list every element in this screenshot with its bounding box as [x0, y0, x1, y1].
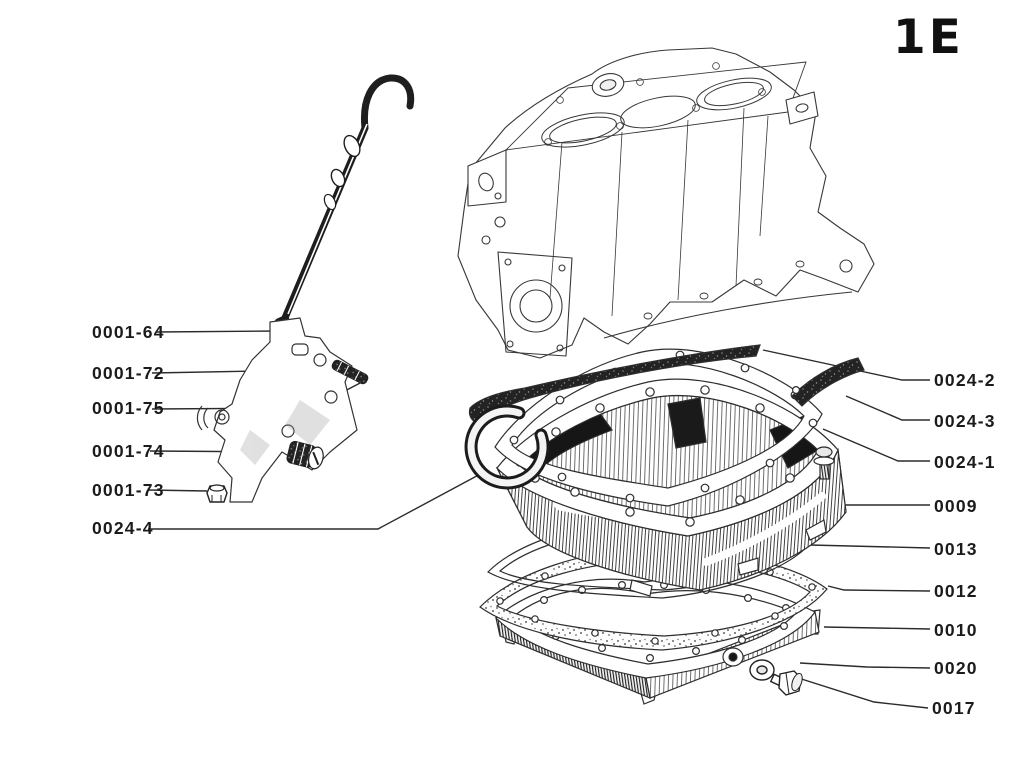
oil-pan-lower — [495, 578, 821, 705]
callout-0024-1: 0024-1 — [934, 452, 996, 472]
page-section-code: 1E — [893, 10, 964, 65]
pan-baffle — [667, 397, 707, 449]
callout-0020: 0020 — [934, 658, 978, 678]
callout-0017: 0017 — [932, 698, 976, 718]
engine-block — [457, 47, 875, 359]
leader-0024-2 — [762, 349, 930, 381]
callout-0010: 0010 — [934, 620, 978, 640]
pan-rail-holes — [643, 260, 805, 320]
gasket-set — [464, 344, 865, 507]
callout-0001-73: 0001-73 — [92, 480, 165, 500]
leader-0001-72 — [151, 370, 262, 374]
callout-0001-74: 0001-74 — [92, 441, 165, 461]
mount-bracket — [196, 317, 369, 503]
dipstick-hook — [360, 74, 415, 132]
end-seal-horseshoe — [464, 404, 550, 490]
callout-0013: 0013 — [934, 539, 978, 559]
nut — [206, 484, 228, 503]
leader-lines — [147, 330, 931, 709]
callout-0024-4: 0024-4 — [92, 518, 154, 538]
leader-0010 — [823, 626, 931, 630]
leader-0012 — [827, 585, 931, 592]
pan-bolt — [813, 446, 835, 480]
side-rail-front — [791, 357, 865, 407]
callout-0012: 0012 — [934, 581, 978, 601]
callout-0001-75: 0001-75 — [92, 398, 165, 418]
deck-bolt-holes — [544, 62, 766, 146]
leader-0001-73 — [147, 489, 208, 492]
drain-plug-washer — [749, 659, 775, 681]
callout-0001-64: 0001-64 — [92, 322, 165, 342]
callout-0024-3: 0024-3 — [934, 411, 996, 431]
stud — [331, 359, 369, 385]
drain-plug — [769, 670, 803, 696]
leader-0013 — [809, 544, 931, 549]
leader-0020 — [799, 662, 931, 669]
bell-housing — [497, 251, 573, 357]
callout-0024-2: 0024-2 — [934, 370, 996, 390]
callout-0001-72: 0001-72 — [92, 363, 165, 383]
callout-0009: 0009 — [934, 496, 978, 516]
leader-0024-1 — [822, 428, 930, 462]
leader-0001-64 — [155, 330, 280, 333]
leader-0024-3 — [845, 395, 930, 421]
leader-0017 — [791, 675, 929, 709]
leader-0024-4 — [148, 470, 487, 530]
plug-bolt — [286, 440, 324, 470]
